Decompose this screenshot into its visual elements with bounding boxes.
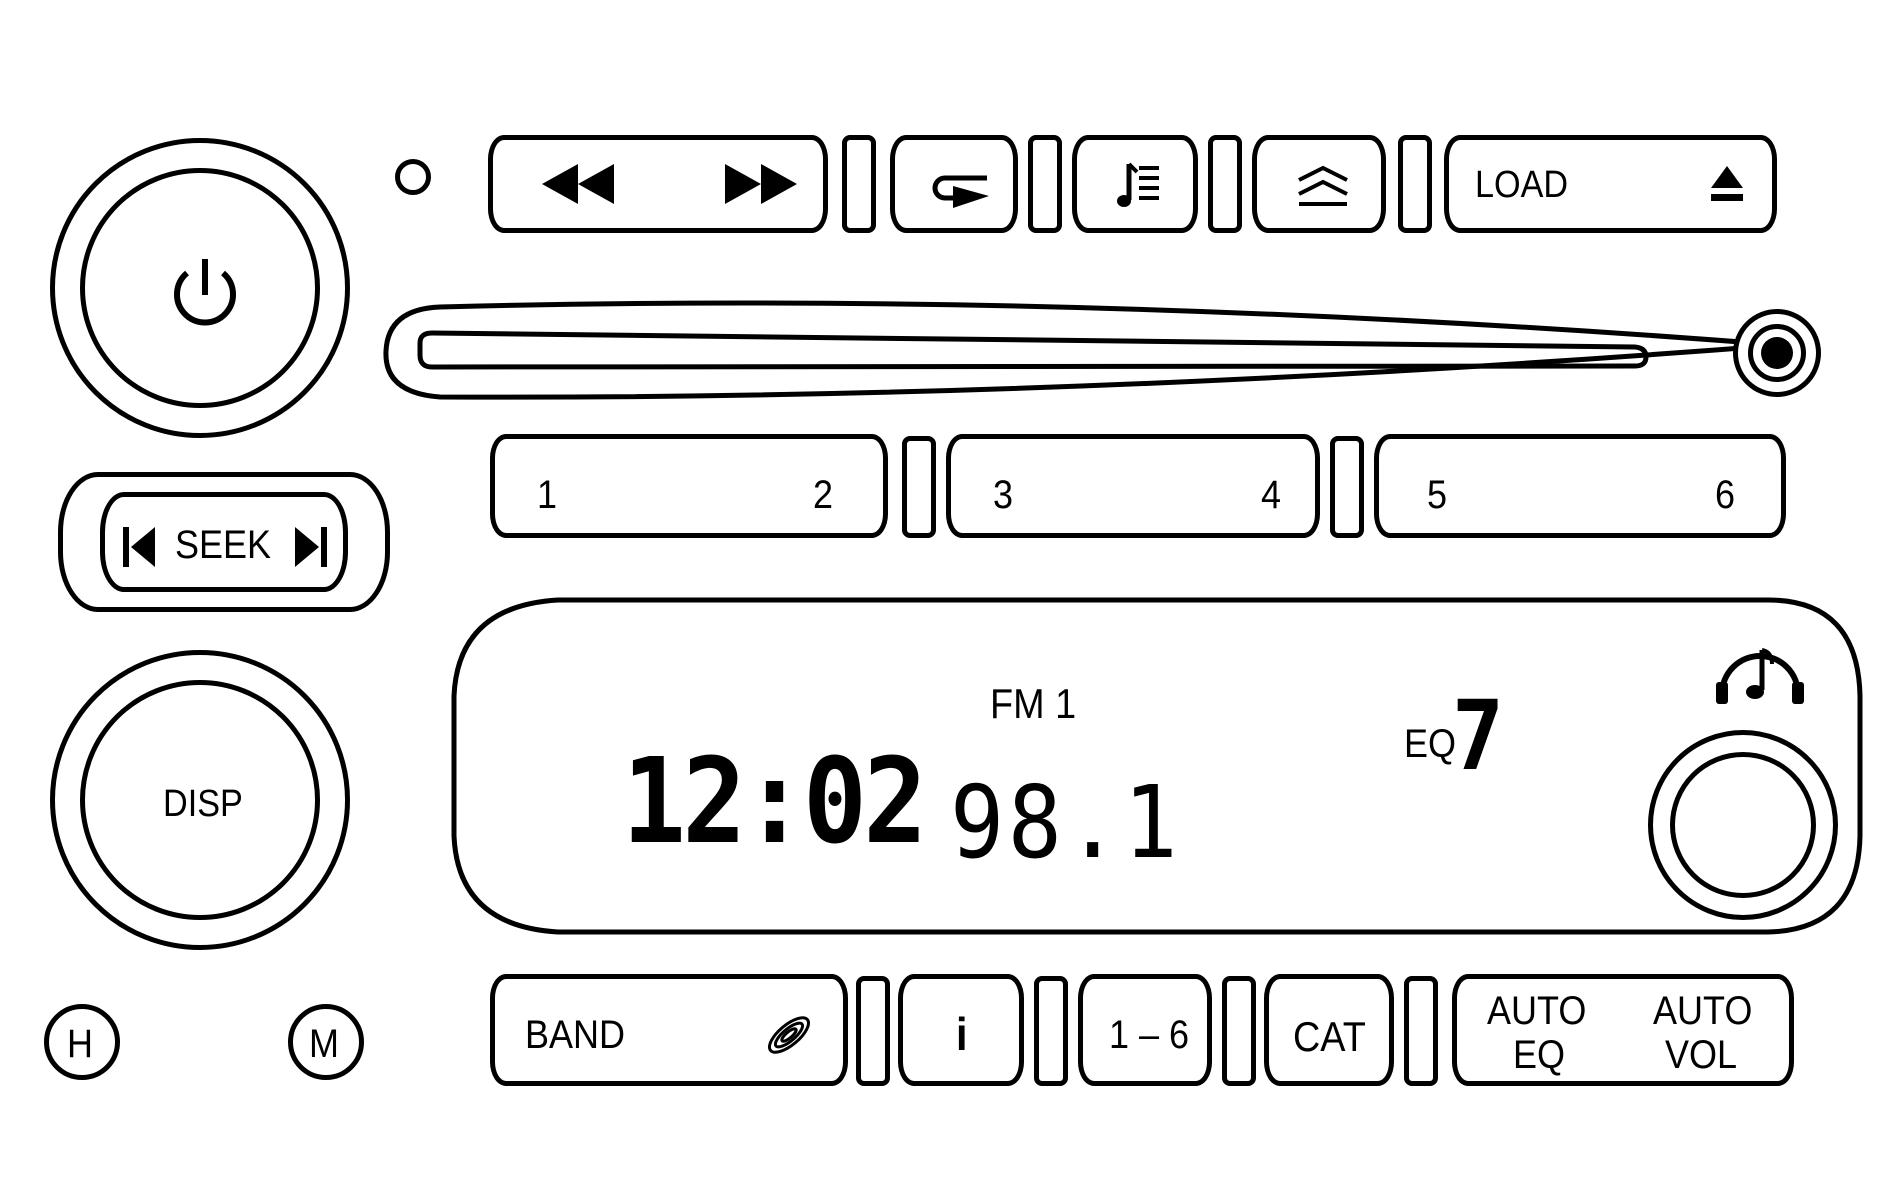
fast-forward-icon[interactable] [721,160,801,208]
music-list-icon [1117,162,1159,207]
minute-label: M [309,1022,339,1066]
band-button[interactable]: BAND [490,974,848,1086]
disp-label: DISP [163,783,243,825]
hour-label: H [67,1022,94,1066]
seek-back-icon [123,527,155,567]
category-range-button[interactable]: 1 – 6 [1078,974,1212,1086]
eq-indicator: EQ [1404,722,1457,766]
eq-value: 7 [1452,680,1505,792]
category-range-label: 1 – 6 [1109,1013,1190,1057]
cd-slot [383,300,1781,400]
seek-label: SEEK [175,523,272,567]
cat-button[interactable]: CAT [1264,974,1394,1086]
preset-button-1-2[interactable]: 1 2 [490,434,888,538]
info-label: i [956,1008,968,1060]
hour-button[interactable]: H [44,1004,120,1080]
separator [1222,976,1256,1086]
seek-forward-icon [295,527,327,567]
preset-label-4: 4 [1261,473,1282,517]
clock-display: 12:02 [622,732,927,870]
music-note-icon [1716,648,1804,704]
repeat-button[interactable] [890,135,1018,233]
preset-label-2: 2 [813,473,834,517]
preset-button-3-4[interactable]: 3 4 [946,434,1320,538]
auto-eq-label-line1: AUTO [1487,989,1587,1033]
band-indicator: FM 1 [990,680,1077,727]
separator [842,135,876,233]
power-icon [174,259,236,326]
auto-eq-vol-button[interactable]: AUTO EQ AUTO VOL [1452,974,1794,1086]
preset-label-6: 6 [1715,473,1736,517]
aux-jack[interactable] [1733,309,1821,397]
satellite-icon [768,1016,810,1054]
auto-vol-label-line1: AUTO [1653,989,1753,1033]
separator [902,436,936,538]
repeat-icon [932,175,989,208]
load-eject-button[interactable]: LOAD [1444,135,1777,233]
frequency-display: 98.1 [950,764,1182,881]
disp-knob[interactable]: DISP [80,680,320,920]
load-label: LOAD [1475,164,1569,206]
rewind-icon[interactable] [538,160,618,208]
power-knob[interactable] [80,168,320,408]
separator [1208,135,1242,233]
seek-button[interactable]: SEEK [100,492,348,592]
music-list-button[interactable] [1072,135,1198,233]
rewind-ffwd-button[interactable] [488,135,828,233]
scan-button[interactable] [1252,135,1386,233]
info-button[interactable]: i [898,974,1024,1086]
preset-label-3: 3 [993,473,1014,517]
separator [1330,436,1364,538]
separator [1398,135,1432,233]
preset-label-5: 5 [1427,473,1448,517]
separator [1404,976,1438,1086]
cat-label: CAT [1293,1013,1366,1060]
scan-icon [1298,165,1348,206]
aux-jack-icon [1748,324,1806,382]
eject-icon [1711,166,1743,201]
band-label: BAND [525,1013,626,1057]
preset-button-5-6[interactable]: 5 6 [1374,434,1786,538]
separator [1028,135,1062,233]
auto-eq-label-line2: EQ [1513,1033,1566,1077]
indicator-light [395,159,431,195]
minute-button[interactable]: M [288,1004,364,1080]
preset-label-1: 1 [537,473,558,517]
volume-knob[interactable] [1670,752,1816,898]
display-panel-frame [451,597,1863,935]
separator [856,976,890,1086]
separator [1034,976,1068,1086]
auto-vol-label-line2: VOL [1665,1033,1738,1077]
